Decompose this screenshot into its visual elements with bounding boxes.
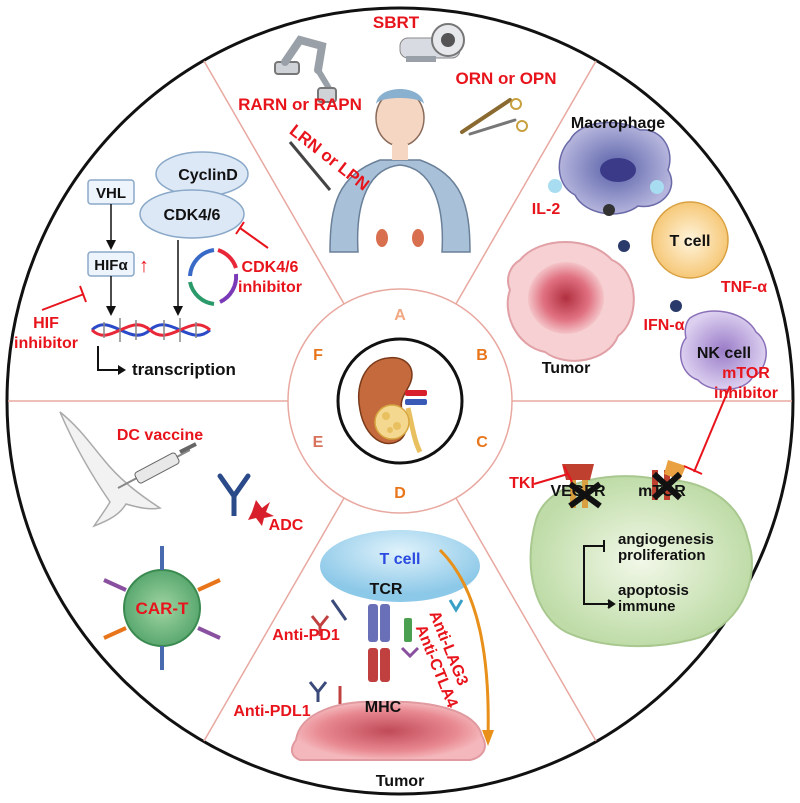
sector-d-checkpoint: T cell TCR: [233, 530, 494, 790]
sector-b-immune: Macrophage IL-2 T cell TNF-α Tumor IFN-α…: [506, 115, 767, 391]
macrophage-cell: [558, 121, 673, 215]
apoptosis-label: apoptosis: [618, 582, 689, 599]
transcription-label: transcription: [132, 360, 236, 379]
mhc-label: MHC: [365, 699, 402, 716]
robot-arm-icon: [274, 35, 337, 103]
sector-letter-d: D: [394, 485, 406, 502]
cytokine-dot: [650, 180, 664, 194]
t-cell-membrane: [320, 530, 480, 602]
sector-letter-e: E: [313, 434, 324, 451]
proliferation-label: proliferation: [618, 547, 706, 564]
ifn-label: IFN-α: [644, 317, 685, 334]
nk-cell-label: NK cell: [697, 345, 751, 362]
mtor-receptor: [651, 460, 686, 501]
hif-up-arrow: ↑: [139, 255, 149, 277]
il2-label: IL-2: [532, 201, 561, 218]
adc-label: ADC: [269, 517, 304, 534]
mtor-label: mTOR: [638, 483, 686, 500]
mhc-complex: [368, 648, 390, 682]
t-cell-label-d: T cell: [380, 551, 421, 568]
signaling-arrows: [583, 540, 616, 609]
hif-inhibitor-label-line1: HIF: [33, 315, 59, 332]
lag3-antibody: [404, 599, 464, 642]
sbrt-machine-icon: [399, 23, 465, 62]
tki-label: TKI: [509, 475, 535, 492]
orange-arc-arrowhead: [482, 730, 494, 746]
car-t-label: CAR-T: [136, 599, 189, 618]
orn-opn-label: ORN or OPN: [455, 69, 556, 88]
mtor-inhibitor-label-line1: mTOR: [722, 365, 770, 382]
tumor-cell-bottom: [290, 700, 486, 761]
cytokine-dot: [603, 204, 615, 216]
tumor-label: Tumor: [542, 360, 591, 377]
hif-inhibitor-label-line2: inhibitor: [14, 335, 78, 352]
dc-vaccine-label: DC vaccine: [117, 427, 203, 444]
t-cell-label: T cell: [670, 233, 711, 250]
tumor-label-d: Tumor: [376, 773, 425, 790]
scissors-icon: [460, 98, 528, 136]
sector-letter-b: B: [476, 347, 488, 364]
immune-label: immune: [618, 598, 676, 615]
pd1-antibody: [310, 599, 348, 636]
ctla4-antibody: [400, 646, 420, 659]
cytokine-dot: [618, 240, 630, 252]
sector-letter-f: F: [313, 347, 323, 364]
cdk46-inhibitor-label-line1: CDK4/6: [242, 259, 299, 276]
anti-pd1-label: Anti-PD1: [272, 627, 340, 644]
sbrt-label: SBRT: [373, 13, 420, 32]
syringe-icon: [117, 442, 197, 489]
mtor-inhibitor-label-line2: inhibitor: [714, 385, 778, 402]
dna-helix-icon: [90, 318, 212, 342]
adc-antibody-icon: [217, 473, 274, 526]
tumor-cell: [506, 241, 635, 362]
vhl-label: VHL: [96, 185, 126, 202]
sector-c-targeted: mTOR inhibitor TKI VEGFR mTOR angiogenes…: [509, 365, 778, 648]
cell-cycle-icon: [188, 248, 239, 306]
tcr-receptor: [368, 604, 390, 642]
cytokine-dot: [548, 179, 562, 193]
nk-cell: [679, 310, 767, 391]
kidney-icon: [358, 356, 427, 454]
sector-letter-a: A: [394, 307, 406, 324]
orange-arc-arrow: [438, 548, 490, 739]
cdk46-oval: [139, 189, 245, 239]
macrophage-label: Macrophage: [571, 115, 665, 132]
vegfr-label: VEGFR: [550, 483, 606, 500]
cdk46-inhibitor-label-line2: inhibitor: [238, 279, 302, 296]
inhibitor-arrows: [533, 385, 731, 485]
arm-illustration: [59, 411, 162, 528]
sector-e-cell-therapy: DC vaccine ADC CAR-T: [59, 411, 304, 670]
sector-f-molecular: VHL HIFα ↑ CyclinD CDK4/6 CDK4/6 inhibit…: [14, 151, 302, 379]
sector-letter-c: C: [476, 434, 488, 451]
inhibitor-lines-f: [41, 221, 269, 311]
tcr-label: TCR: [370, 581, 403, 598]
patient-figure: [288, 89, 471, 253]
anti-pdl1-label: Anti-PDL1: [233, 703, 310, 720]
cyclind-label: CyclinD: [178, 167, 238, 184]
angiogenesis-label: angiogenesis: [618, 531, 714, 548]
transcription-arrow: [97, 346, 122, 371]
t-cell: [651, 201, 729, 279]
rarn-rapn-label: RARN or RAPN: [238, 95, 362, 114]
pdl1-antibody: [308, 681, 342, 704]
hif-label: HIFα: [94, 257, 128, 274]
cytokine-dot: [670, 300, 682, 312]
tnf-label: TNF-α: [721, 279, 767, 296]
car-t-cell: [103, 546, 221, 670]
cdk46-label: CDK4/6: [164, 207, 221, 224]
